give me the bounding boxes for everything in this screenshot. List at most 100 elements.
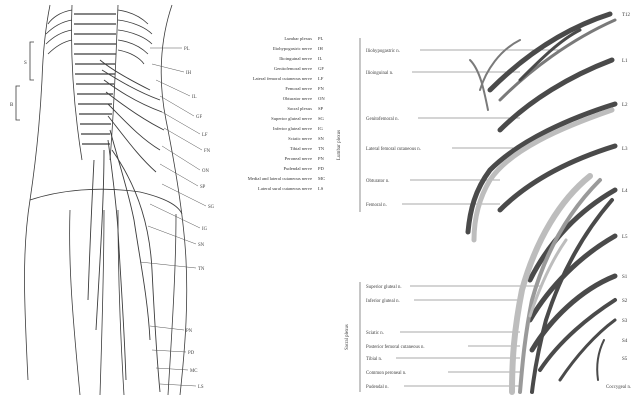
body-outline-left xyxy=(25,5,51,380)
side-mark-b: B xyxy=(10,103,14,108)
segment-l3: L3 xyxy=(622,147,628,152)
legend-label: Medial and lateral cutaneous nerve xyxy=(248,176,312,181)
segment-t12: T12 xyxy=(622,13,631,18)
leg-left-outer xyxy=(70,210,80,395)
legend-code: FN xyxy=(318,86,325,91)
label-inferior-gluteal: Inferior gluteal n. xyxy=(366,299,400,304)
legend-entry: Peroneal nerve PN xyxy=(285,156,325,161)
legend-label: Femoral nerve xyxy=(285,86,312,91)
callout-pl: PL xyxy=(184,47,190,52)
legend-label: Pudendal nerve xyxy=(284,166,312,171)
legend-label: Sacral plexus xyxy=(287,106,312,111)
legend-entry: Pudendal nerve PD xyxy=(284,166,325,171)
legend-code: PN xyxy=(318,156,325,161)
spine-right-edge xyxy=(110,5,118,160)
legend-entry: Iliohypogastric nerve IH xyxy=(273,46,324,51)
legend-code: ON xyxy=(318,96,325,101)
legend-entry: Lateral sural cutaneous nerve LS xyxy=(258,186,324,191)
legend-entry: Genitofemoral nerve GF xyxy=(274,66,324,71)
segment-s5: S5 xyxy=(622,357,628,362)
legend-entry: Tibial nerveTN xyxy=(290,146,325,151)
callout-il: IL xyxy=(192,95,197,100)
legend-entry: Superior gluteal nerveSG xyxy=(271,116,324,121)
legend: Lumbar plexusPL Iliohypogastric nerveIH … xyxy=(248,36,342,191)
sacral-group-label: Sacral plexus xyxy=(345,324,350,350)
bracket-s xyxy=(30,42,34,80)
label-femoral: Femoral n. xyxy=(366,203,387,208)
bracket-b xyxy=(16,86,20,120)
vertebrae xyxy=(74,14,116,144)
legend-entry: Sacral plexus SP xyxy=(287,106,323,111)
legend-code: SP xyxy=(318,106,324,111)
legend-label: Sciatic nerve xyxy=(288,136,312,141)
callout-ih: IH xyxy=(186,71,192,76)
legend-code: SN xyxy=(318,136,325,141)
legend-group-label: Lumbar plexus xyxy=(337,130,342,160)
legend-code: IL xyxy=(318,56,323,61)
leg-right-inner xyxy=(118,210,124,395)
side-mark-s: S xyxy=(24,61,27,66)
callout-sg: SG xyxy=(208,205,215,210)
coccygeal-label: Coccygeal n. xyxy=(606,385,631,390)
segment-s1: S1 xyxy=(622,275,628,280)
legend-entry: Ilioinguinal nerveIL xyxy=(279,56,322,61)
legend-entry: Lumbar plexus PL xyxy=(284,36,323,41)
label-genitofemoral: Genitofemoral n. xyxy=(366,117,399,122)
callout-gf: GF xyxy=(196,115,202,120)
callout-pd: PD xyxy=(188,351,195,356)
label-superior-gluteal: Superior gluteal n. xyxy=(366,285,402,290)
legend-code: MC xyxy=(318,176,325,181)
legend-label: Obturator nerve xyxy=(283,96,312,101)
legend-code: IG xyxy=(318,126,324,131)
ribs-right xyxy=(118,10,152,64)
label-pudendal: Pudendal n. xyxy=(366,385,389,390)
callout-sn: SN xyxy=(198,243,205,248)
sacral-labels: Superior gluteal n. Inferior gluteal n. … xyxy=(366,285,425,390)
legend-entry: Sciatic nerve SN xyxy=(288,136,324,141)
leg-left-inner xyxy=(100,210,104,395)
segment-s3: S3 xyxy=(622,319,628,324)
pelvis-outline xyxy=(30,189,182,214)
legend-code: LS xyxy=(318,186,324,191)
legend-entry: Medial and lateral cutaneous nerve MC xyxy=(248,176,325,181)
legend-code: PD xyxy=(318,166,325,171)
legend-label: Lateral sural cutaneous nerve xyxy=(258,186,312,191)
legend-code: LF xyxy=(318,76,324,81)
sacral-nerve-bundles xyxy=(512,176,615,392)
label-ilioinguinal: Ilioinguinal n. xyxy=(366,71,393,76)
legend-code: IH xyxy=(318,46,324,51)
leg-right-outer xyxy=(168,214,176,395)
legend-entry: Lateral femoral cutaneous nerve LF xyxy=(253,76,324,81)
callout-mc: MC xyxy=(190,369,197,374)
legend-label: Lateral femoral cutaneous nerve xyxy=(253,76,312,81)
label-tibial: Tibial n. xyxy=(366,357,382,362)
legend-code: PL xyxy=(318,36,324,41)
legend-label: Lumbar plexus xyxy=(284,36,312,41)
segment-s4: S4 xyxy=(622,339,628,344)
legend-label: Tibial nerve xyxy=(290,146,312,151)
callout-lf: LF xyxy=(202,133,208,138)
legend-label: Peroneal nerve xyxy=(285,156,312,161)
nerves-left-panel xyxy=(88,60,164,392)
legend-label: Genitofemoral nerve xyxy=(274,66,312,71)
legend-entry: Obturator nerve ON xyxy=(283,96,326,101)
label-iliohypogastric: Iliohypogastric n. xyxy=(366,49,400,54)
segment-l1: L1 xyxy=(622,59,628,64)
segment-l2: L2 xyxy=(622,103,628,108)
callout-pn: PN xyxy=(186,329,193,334)
callout-tn: TN xyxy=(198,267,205,272)
label-posterior-femoral-cutaneous: Posterior femoral cutaneous n. xyxy=(366,345,425,350)
left-anatomy-panel xyxy=(16,5,187,395)
legend-code: GF xyxy=(318,66,324,71)
ribs-left xyxy=(46,10,72,54)
segment-l4: L4 xyxy=(622,189,628,194)
legend-label: Iliohypogastric nerve xyxy=(273,46,312,51)
right-plexus-panel: Iliohypogastric n. Ilioinguinal n. Genit… xyxy=(345,13,631,392)
segment-markers: T12 L1 L2 L3 L4 L5 S1 S2 S3 S4 S5 xyxy=(622,13,631,362)
label-lateral-femoral-cutaneous: Lateral femoral cutaneous n. xyxy=(366,147,421,152)
legend-entry: Inferior gluteal nerveIG xyxy=(273,126,324,131)
label-common-peroneal: Common peroneal n. xyxy=(366,371,406,376)
label-sciatic: Sciatic n. xyxy=(366,331,384,336)
left-callouts: PL IH IL GF LF FN ON SP SG IG SN TN PN P… xyxy=(184,47,215,390)
